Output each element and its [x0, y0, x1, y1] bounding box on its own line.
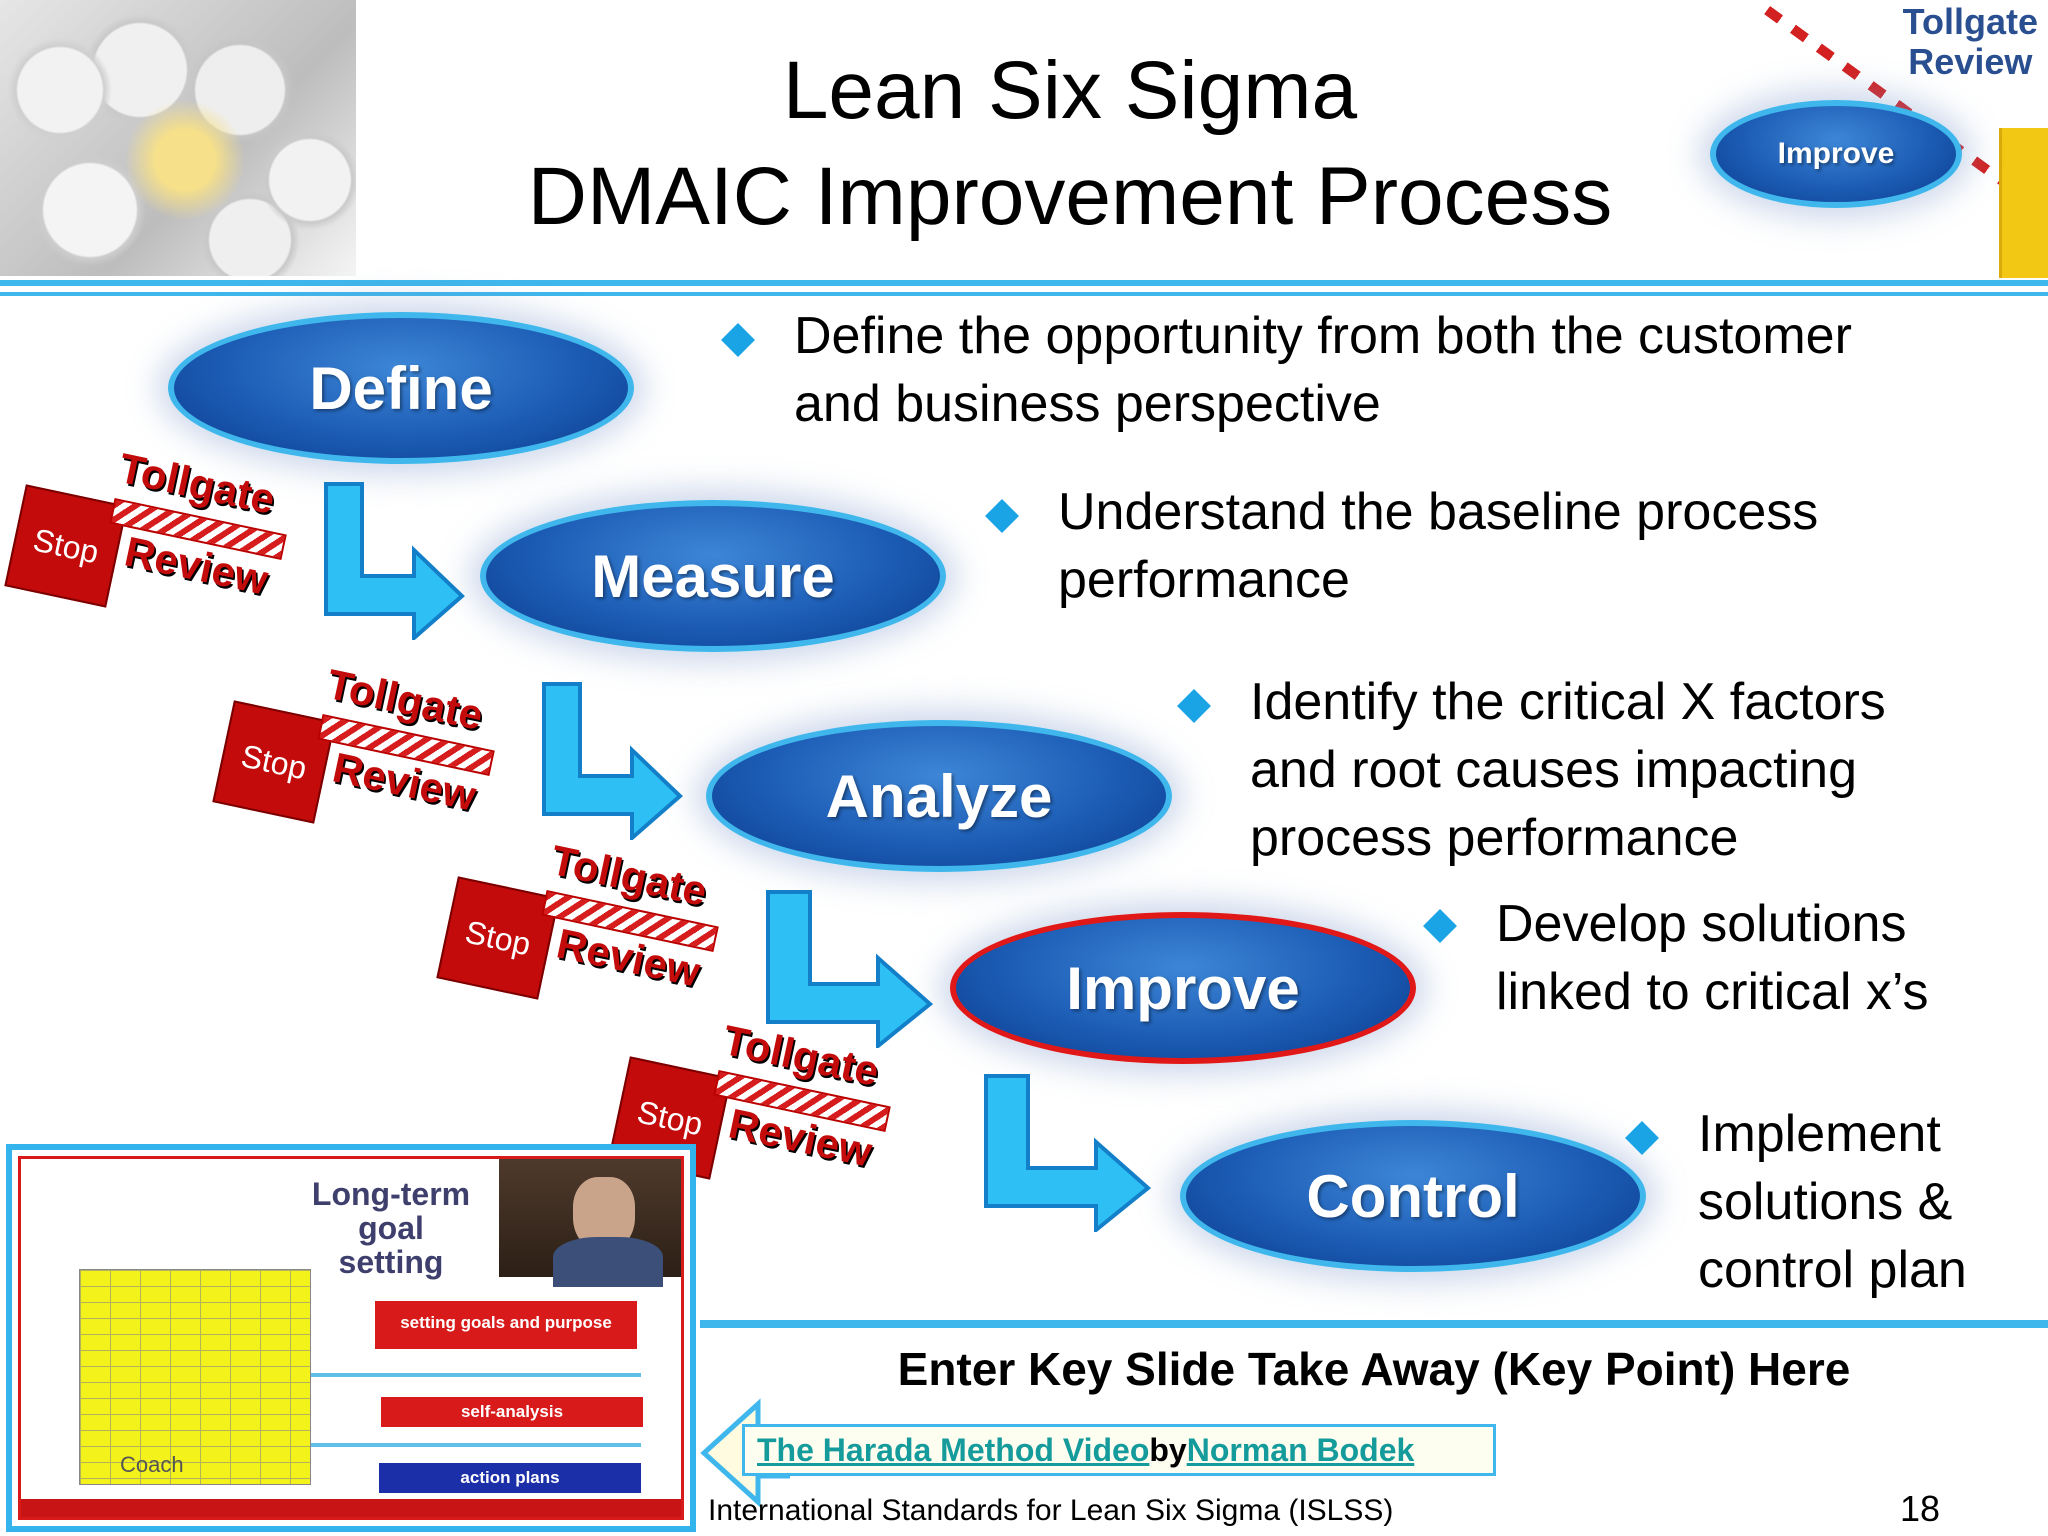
header-divider-bottom	[0, 292, 2048, 296]
analyze-bullet-line2: and root causes impacting	[1250, 741, 1858, 799]
stop-sign: Stop	[4, 484, 128, 608]
define-to-measure-arrow	[318, 480, 468, 640]
analyze-to-improve-arrow	[760, 888, 936, 1048]
corner-oval-label: Improve	[1777, 137, 1895, 170]
tollgate-review-2: Stop Tollgate Review	[212, 660, 504, 826]
footer-text: International Standards for Lean Six Sig…	[708, 1494, 1394, 1527]
title-line-1: Lean Six Sigma	[782, 45, 1358, 136]
corner-improve-oval: Improve	[1710, 100, 1962, 208]
analyze-oval[interactable]: Analyze	[706, 720, 1172, 872]
control-bullet-line1: Implement	[1698, 1105, 1941, 1163]
define-label: Define	[309, 354, 493, 422]
corner-tollgate-graphic: Tollgate Review Improve	[1700, 0, 2048, 278]
control-label: Control	[1306, 1162, 1520, 1230]
form-grid	[80, 1270, 310, 1484]
page-number: 18	[1900, 1488, 1941, 1529]
measure-label: Measure	[591, 542, 835, 610]
bullet-diamond-icon	[1625, 1121, 1659, 1155]
define-bullet: Define the opportunity from both the cus…	[794, 302, 1852, 438]
measure-oval[interactable]: Measure	[480, 500, 946, 652]
measure-bullet: Understand the baseline process performa…	[1058, 478, 1818, 614]
bullet-diamond-icon	[1423, 909, 1457, 943]
control-bullet: Implement solutions & control plan	[1698, 1100, 1967, 1304]
improve-label: Improve	[1066, 954, 1300, 1022]
harada-form-sheet: Coach	[79, 1269, 311, 1485]
bullet-diamond-icon	[721, 323, 755, 357]
bottom-divider	[700, 1320, 2048, 1328]
bullet-diamond-icon	[1177, 689, 1211, 723]
define-bullet-line1: Define the opportunity from both the cus…	[794, 307, 1852, 365]
analyze-label: Analyze	[825, 762, 1053, 830]
measure-bullet-line1: Understand the baseline process	[1058, 483, 1819, 541]
corner-tollgate-line1: Tollgate	[1902, 1, 2038, 42]
slide-title: Lean Six Sigma DMAIC Improvement Process	[360, 38, 1780, 250]
by-text: by	[1149, 1431, 1187, 1468]
stop-sign: Stop	[436, 876, 560, 1000]
stop-sign: Stop	[212, 700, 336, 824]
improve-to-control-arrow	[978, 1072, 1154, 1232]
key-point-text: Enter Key Slide Take Away (Key Point) He…	[897, 1343, 1851, 1395]
presenter-body	[553, 1237, 663, 1287]
improve-bullet-line2: linked to critical x’s	[1496, 963, 1929, 1021]
analyze-bullet: Identify the critical X factors and root…	[1250, 668, 1886, 872]
control-bullet-line2: solutions &	[1698, 1173, 1953, 1231]
video-link-box: The Harada Method Video by Norman Bodek	[742, 1424, 1496, 1476]
control-oval[interactable]: Control	[1180, 1120, 1646, 1272]
presenter-webcam	[499, 1159, 681, 1287]
video-title-line2: goal	[358, 1210, 424, 1246]
corner-gate-post	[1999, 128, 2048, 278]
video-title: Long-term goal setting	[261, 1177, 521, 1279]
corner-tollgate-line2: Review	[1908, 41, 2033, 82]
coach-handwriting: Coach	[120, 1452, 184, 1477]
video-separator	[311, 1443, 641, 1447]
lightbulbs-image	[0, 0, 356, 276]
video-pill-goals: setting goals and purpose	[375, 1301, 637, 1349]
improve-bullet-line1: Develop solutions	[1496, 895, 1907, 953]
video-thumbnail[interactable]: Long-term goal setting Coach setting goa…	[6, 1144, 696, 1532]
analyze-bullet-line1: Identify the critical X factors	[1250, 673, 1886, 731]
title-line-2: DMAIC Improvement Process	[527, 151, 1613, 242]
video-title-line3: setting	[338, 1244, 444, 1280]
video-pill-action-plans: action plans	[379, 1463, 641, 1493]
bullet-diamond-icon	[985, 499, 1019, 533]
define-oval[interactable]: Define	[168, 312, 634, 464]
video-pill-self-analysis: self-analysis	[381, 1397, 643, 1427]
improve-bullet: Develop solutions linked to critical x’s	[1496, 890, 1929, 1026]
corner-tollgate-label: Tollgate Review	[1903, 2, 2038, 82]
improve-oval[interactable]: Improve	[950, 912, 1416, 1064]
tollgate-review-1: Stop Tollgate Review	[4, 444, 296, 610]
control-bullet-line3: control plan	[1698, 1241, 1967, 1299]
author-link[interactable]: Norman Bodek	[1186, 1431, 1415, 1468]
video-separator	[311, 1373, 641, 1377]
header-divider-top	[0, 280, 2048, 286]
video-frame: Long-term goal setting Coach setting goa…	[18, 1156, 684, 1520]
video-title-line1: Long-term	[311, 1176, 471, 1212]
harada-video-link[interactable]: The Harada Method Video	[757, 1431, 1150, 1468]
measure-bullet-line2: performance	[1058, 551, 1350, 609]
analyze-bullet-line3: process performance	[1250, 809, 1739, 867]
tollgate-review-3: Stop Tollgate Review	[436, 836, 728, 1002]
measure-to-analyze-arrow	[536, 680, 686, 840]
video-footer-bar	[21, 1499, 681, 1517]
define-bullet-line2: and business perspective	[794, 375, 1381, 433]
